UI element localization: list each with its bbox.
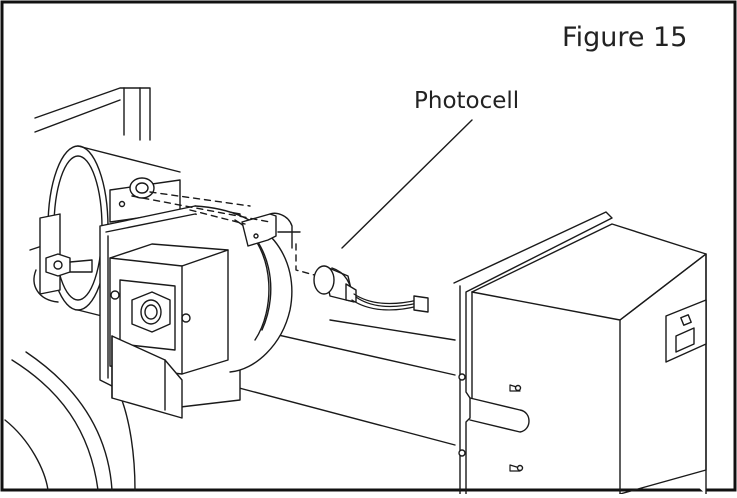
control-box-icon xyxy=(453,211,707,495)
burner-assembly-icon xyxy=(33,145,301,419)
figure-label: Figure 15 xyxy=(562,22,688,53)
photocell-icon xyxy=(313,265,429,313)
photocell-callout-label: Photocell xyxy=(414,88,520,114)
nozzle-fitting-icon xyxy=(45,253,93,277)
photocell-path xyxy=(131,191,319,277)
screw-icon xyxy=(509,384,524,472)
photocell-leader-line xyxy=(341,119,473,249)
hose-lines xyxy=(4,351,136,491)
